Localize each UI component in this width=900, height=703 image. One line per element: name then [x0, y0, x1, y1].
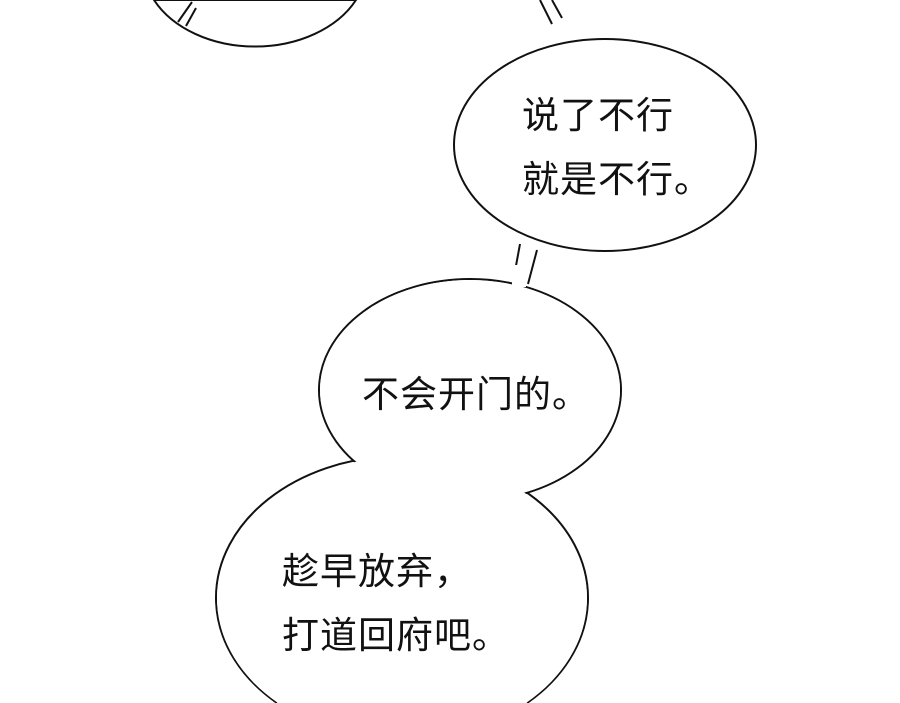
speech-bubble-top-left — [152, 0, 358, 48]
bubble-2-text: 不会开门的。 — [362, 363, 590, 427]
dialogue-line: 说了不行 — [522, 94, 674, 137]
dialogue-line: 就是不行。 — [522, 158, 712, 201]
dialogue-line: 趁早放弃， — [282, 550, 472, 593]
speech-bubble-1 — [453, 38, 757, 252]
dialogue-line: 打道回府吧。 — [282, 614, 510, 657]
bubble-tail — [177, 1, 197, 27]
dialogue-line: 不会开门的。 — [362, 373, 590, 416]
speech-bubble-3 — [217, 457, 588, 703]
bubble-1-text: 说了不行 就是不行。 — [522, 84, 712, 212]
bubble-tail — [539, 0, 563, 25]
bubble-3-text: 趁早放弃， 打道回府吧。 — [282, 540, 510, 668]
speech-bubble-2 — [320, 280, 620, 500]
